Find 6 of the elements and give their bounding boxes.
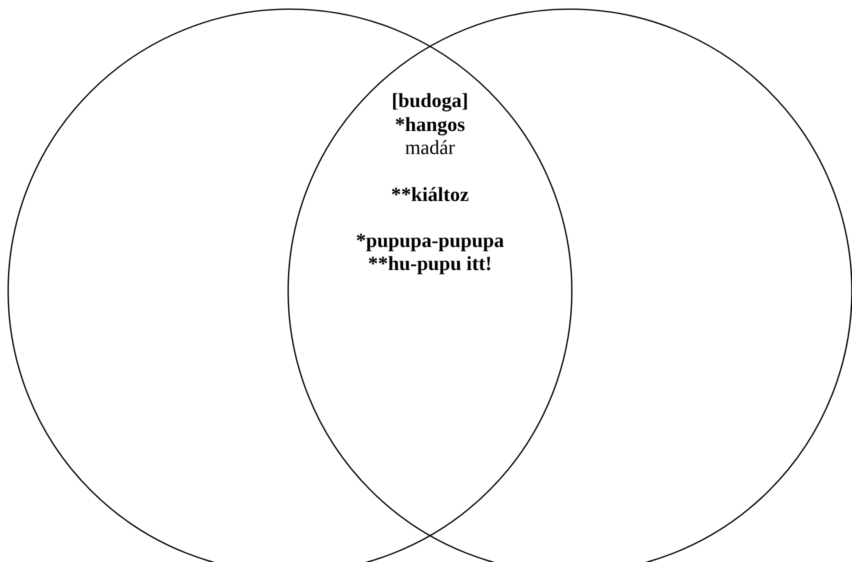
venn-label: *hangos (394, 114, 466, 137)
venn-label: **kiáltoz (391, 184, 469, 207)
venn-label: [budoga] (392, 90, 468, 113)
venn-label: *pupupa-pupupa (356, 230, 504, 253)
venn-label: madár (405, 137, 455, 160)
venn-label: **hu-pupu itt! (368, 253, 492, 276)
